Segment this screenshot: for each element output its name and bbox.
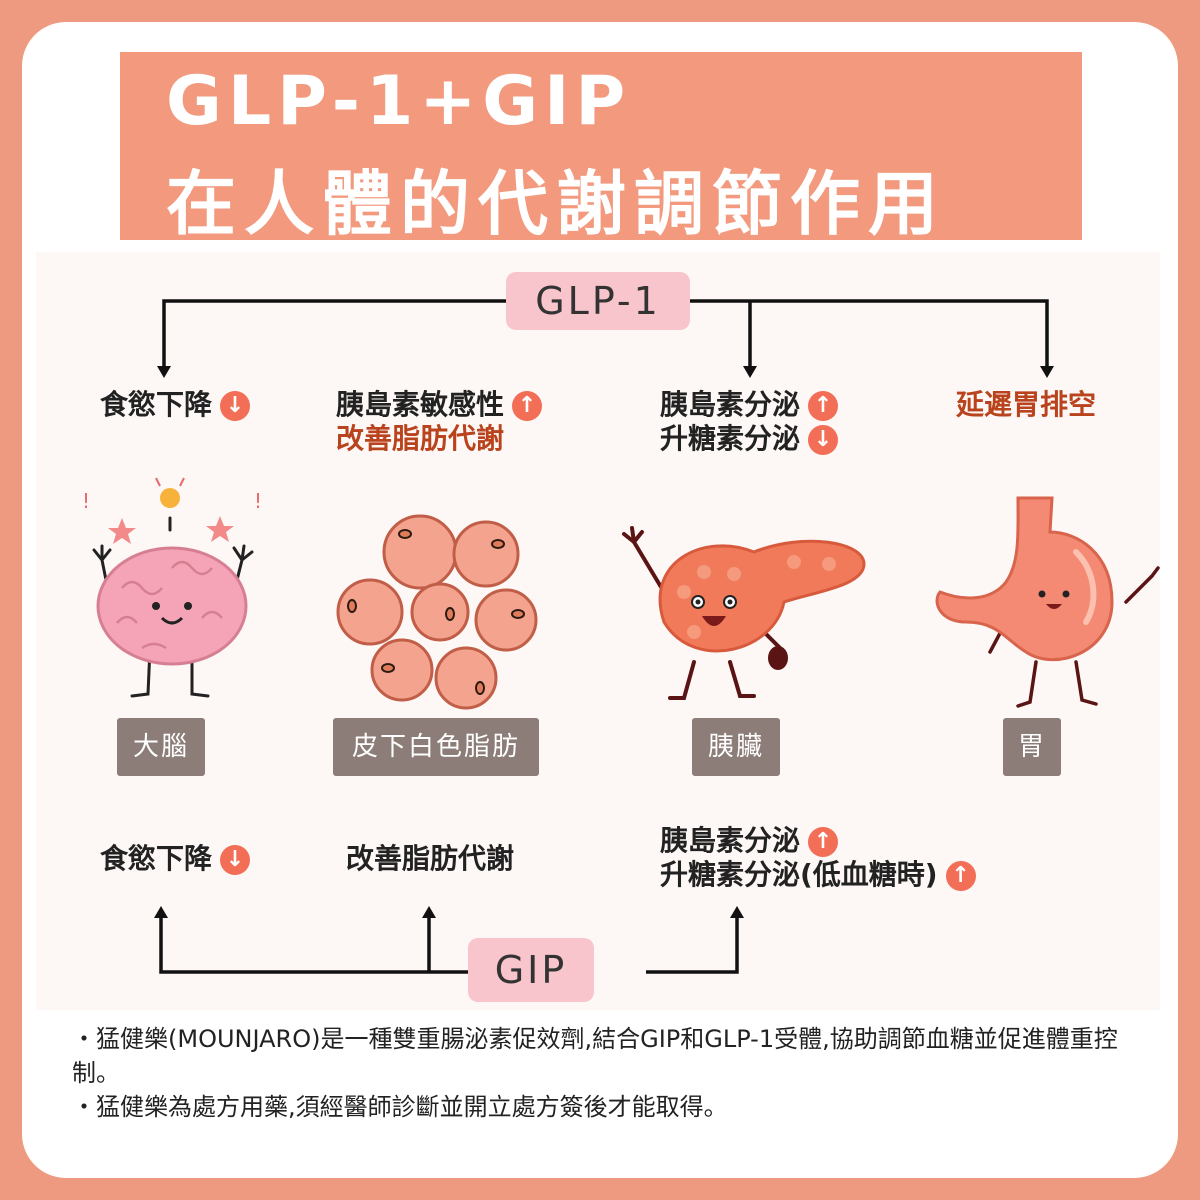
up-arrow-icon: ↑: [808, 827, 839, 857]
footnotes: ・猛健樂(MOUNJARO)是一種雙重腸泌素促效劑,結合GIP和GLP-1受體,…: [72, 1022, 1152, 1124]
pancreas-illustration: [622, 526, 866, 700]
down-arrow-icon: ↓: [220, 845, 251, 875]
glp1-fat-effect-line1: 胰島素敏感性: [336, 388, 505, 421]
svg-text:!: !: [82, 489, 90, 513]
title-line-2: 在人體的代謝調節作用: [166, 163, 946, 245]
down-arrow-icon: ↓: [808, 425, 839, 455]
down-arrow-icon: ↓: [220, 391, 251, 421]
footnote-1: ・猛健樂(MOUNJARO)是一種雙重腸泌素促效劑,結合GIP和GLP-1受體,…: [72, 1025, 1118, 1087]
stomach-illustration: [935, 496, 1160, 708]
glp1-fat-effect-line2: 改善脂肪代謝: [336, 422, 505, 455]
gip-pancreas-effect: 胰島素分泌↑ 升糖素分泌(低血糖時)↑: [660, 824, 976, 892]
fat-cells-illustration: [336, 514, 538, 710]
footnote-2: ・猛健樂為處方用藥,須經醫師診斷並開立處方簽後才能取得。: [72, 1093, 728, 1121]
organ-label-fat: 皮下白色脂肪: [333, 718, 539, 776]
glp1-pancreas-effect-line2: 升糖素分泌: [660, 422, 801, 455]
gip-pill: GIP: [468, 938, 594, 1002]
glp1-pill: GLP-1: [506, 272, 690, 330]
organ-label-brain: 大腦: [117, 718, 205, 776]
organ-label-pancreas: 胰臟: [692, 718, 780, 776]
svg-text:!: !: [254, 489, 262, 513]
glp1-stomach-effect: 延遲胃排空: [956, 388, 1097, 421]
glp1-pancreas-effect-line1: 胰島素分泌: [660, 388, 801, 421]
infographic-card: GLP-1+GIP 在人體的代謝調節作用 GLP-1 G: [22, 22, 1178, 1178]
glp1-brain-effect-text: 食慾下降: [100, 388, 213, 421]
organ-label-stomach: 胃: [1003, 718, 1061, 776]
up-arrow-icon: ↑: [808, 391, 839, 421]
gip-brain-effect: 食慾下降↓: [100, 842, 251, 876]
title-banner: GLP-1+GIP 在人體的代謝調節作用: [120, 52, 1082, 245]
glp1-brain-effect: 食慾下降↓: [100, 388, 251, 422]
up-arrow-icon: ↑: [945, 861, 976, 891]
brain-illustration: ! !: [82, 477, 262, 698]
gip-pancreas-effect-line2: 升糖素分泌(低血糖時): [660, 858, 938, 891]
up-arrow-icon: ↑: [512, 391, 543, 421]
glp1-pancreas-effect: 胰島素分泌↑ 升糖素分泌↓: [660, 388, 839, 456]
glp1-fat-effect: 胰島素敏感性↑ 改善脂肪代謝: [336, 388, 543, 456]
glp1-connectors: [154, 299, 1054, 974]
title-line-1: GLP-1+GIP: [166, 62, 632, 141]
diagram-panel: GLP-1 GIP 食慾下降↓ 胰島素敏感性↑ 改善脂肪代謝 胰島素分泌↑ 升糖…: [36, 252, 1160, 1010]
gip-fat-effect: 改善脂肪代謝: [346, 842, 515, 875]
gip-brain-effect-text: 食慾下降: [100, 842, 213, 875]
gip-pancreas-effect-line1: 胰島素分泌: [660, 824, 801, 857]
